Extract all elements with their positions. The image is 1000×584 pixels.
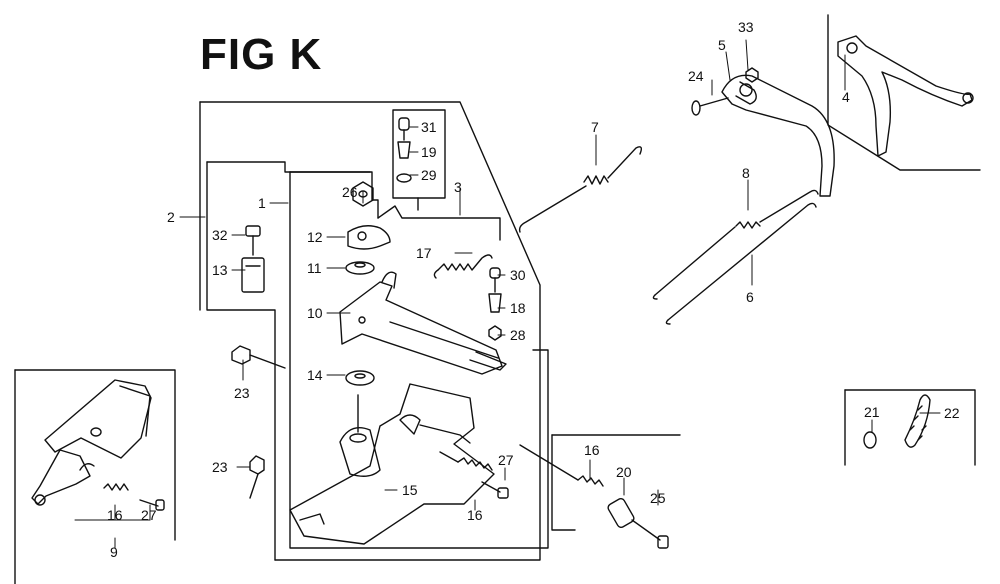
callout-label: 29: [421, 167, 437, 183]
bolt-31-19-29: [396, 117, 419, 211]
group-box-3: [377, 205, 501, 241]
group-box-20: [551, 434, 681, 531]
callout-label: 27: [141, 507, 157, 523]
cable-7: [518, 146, 643, 233]
bolt-25: [631, 519, 669, 549]
callout-label: 23: [234, 385, 250, 401]
callout-label: 27: [498, 452, 514, 468]
lever-4: [837, 35, 974, 157]
callout-label: 4: [842, 89, 850, 105]
plate-12: [347, 225, 391, 250]
washer-14: [345, 370, 375, 386]
callout-label: 25: [650, 490, 666, 506]
spring-17: [433, 254, 493, 279]
leader-lines: [74, 39, 941, 549]
callout-label: 33: [738, 19, 754, 35]
callout-label: 7: [591, 119, 599, 135]
group-box-4: [827, 14, 981, 171]
control-lever-10: [339, 271, 507, 375]
callout-label: 10: [307, 305, 323, 321]
spacer-11: [345, 261, 375, 275]
inset-assembly-9: [31, 379, 152, 506]
callout-label: 17: [416, 245, 432, 261]
collar-20: [607, 498, 635, 528]
bolt-32: [245, 225, 261, 256]
figure-title: FIG K: [200, 30, 323, 79]
callout-label: 30: [510, 267, 526, 283]
plate-13: [241, 257, 265, 293]
callout-label: 13: [212, 262, 228, 278]
callout-label: 16: [107, 507, 123, 523]
base-plate-15: [289, 383, 495, 545]
callout-label: 22: [944, 405, 960, 421]
callout-label: 1: [258, 195, 266, 211]
nut-33: [745, 67, 759, 83]
callout-label: 6: [746, 289, 754, 305]
callout-label: 2: [167, 209, 175, 225]
callout-label: 32: [212, 227, 228, 243]
nut-26: [352, 181, 374, 207]
rod-6: [665, 202, 817, 325]
bolt-24: [691, 97, 729, 116]
callout-label: 15: [402, 482, 418, 498]
callout-label: 20: [616, 464, 632, 480]
spring-16-inset: [103, 483, 129, 491]
spring-16-center: [439, 451, 493, 471]
group-box-21-22: [844, 389, 976, 466]
callout-label: 21: [864, 404, 880, 420]
group-box-outer: [199, 101, 541, 561]
bolt-27-inset: [139, 499, 165, 511]
callout-label: 11: [307, 260, 322, 276]
callout-label: 14: [307, 367, 323, 383]
bolt-23-upper: [231, 345, 286, 369]
spring-16-right: [519, 444, 604, 487]
callout-label: 16: [584, 442, 600, 458]
group-box-9: [14, 369, 176, 584]
callout-label: 23: [212, 459, 228, 475]
callout-label: 12: [307, 229, 323, 245]
clip-21: [863, 431, 877, 449]
callout-label: 8: [742, 165, 750, 181]
callout-label: 19: [421, 144, 437, 160]
bolt-27-center: [481, 481, 509, 499]
bolt-30-18-28: [488, 267, 502, 341]
chain-22: [904, 394, 931, 448]
group-box-1: [289, 171, 549, 549]
group-box-2: [206, 161, 379, 561]
callout-label: 31: [421, 119, 437, 135]
callout-label: 3: [454, 179, 462, 195]
bolt-23-lower: [249, 455, 265, 499]
callout-label: 24: [688, 68, 704, 84]
callout-label: 18: [510, 300, 526, 316]
callout-label: 5: [718, 37, 726, 53]
callout-label: 28: [510, 327, 526, 343]
spring-8: [652, 189, 819, 300]
lever-assembly-5: [721, 74, 835, 197]
callout-label: 9: [110, 544, 118, 560]
callout-label: 16: [467, 507, 483, 523]
callout-label: 26: [342, 184, 358, 200]
group-box-top-bolt: [392, 109, 446, 199]
